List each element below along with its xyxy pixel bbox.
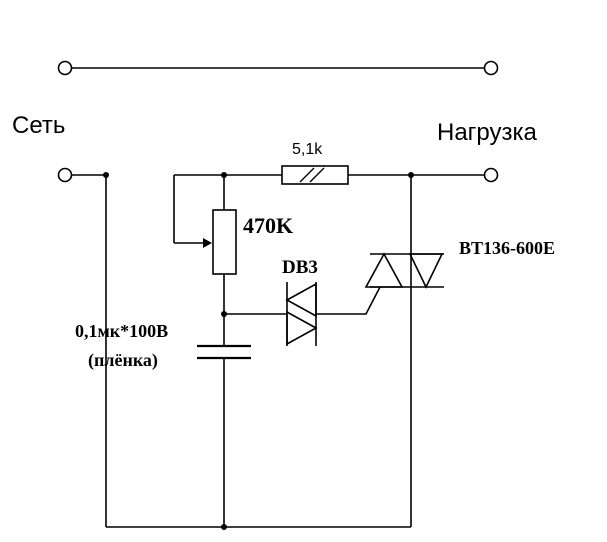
capacitor-value-label: 0,1мк*100В (75, 321, 168, 341)
capacitor-icon (197, 344, 251, 360)
triac-icon (364, 252, 444, 289)
load-terminal (483, 167, 499, 183)
mains-label: Сеть (12, 112, 65, 139)
triac-label: BT136-600E (459, 238, 555, 258)
diac-label: DB3 (282, 257, 318, 278)
diac-icon (285, 282, 318, 346)
potentiometer-icon (174, 175, 237, 314)
potentiometer-label: 470K (243, 213, 293, 238)
resistor-icon (281, 165, 349, 185)
gate-wire (316, 286, 381, 315)
top-right-terminal (483, 60, 499, 76)
top-left-terminal (57, 60, 73, 76)
capacitor-type-label: (плёнка) (88, 350, 158, 371)
mains-terminal (57, 167, 73, 183)
resistor-label: 5,1k (292, 141, 323, 158)
load-label: Нагрузка (437, 119, 538, 146)
